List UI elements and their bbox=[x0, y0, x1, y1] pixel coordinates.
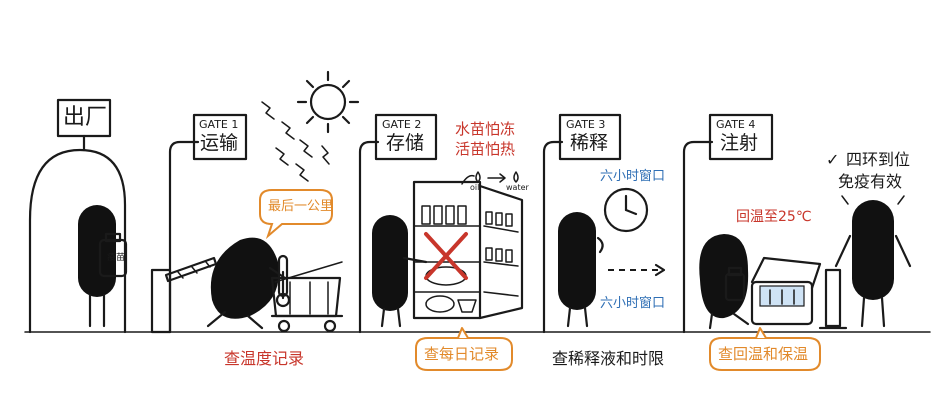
storage-character bbox=[372, 215, 428, 328]
gate-4-rewarm: 回温至25℃ bbox=[736, 209, 812, 225]
sun-icon bbox=[296, 70, 360, 134]
vaccine-bottle-label: 疫苗 bbox=[107, 253, 126, 263]
no-food-cross-icon bbox=[424, 232, 468, 280]
gate-4-name: 注射 bbox=[720, 132, 759, 154]
gate-3-id: GATE 3 bbox=[566, 118, 606, 131]
gate-2-note-frozen: 水苗怕冻 bbox=[455, 120, 516, 138]
gate-2-check: 查每日记录 bbox=[424, 345, 500, 363]
cooler-box-icon bbox=[750, 256, 822, 326]
gate-1-name: 运输 bbox=[200, 132, 239, 154]
gate-1-id: GATE 1 bbox=[199, 118, 239, 131]
final-line-1: 四环到位 bbox=[846, 150, 911, 169]
oil-label: oil bbox=[470, 183, 480, 192]
heat-waves bbox=[261, 101, 330, 182]
injection-character bbox=[699, 234, 750, 330]
bubble-last-mile bbox=[259, 189, 333, 240]
effective-character bbox=[834, 195, 912, 328]
cart-icon bbox=[270, 261, 344, 333]
gate-2-name: 存储 bbox=[386, 132, 425, 154]
factory-character bbox=[78, 205, 128, 328]
water-label: water bbox=[506, 183, 529, 192]
gate-3-name: 稀释 bbox=[570, 132, 609, 154]
gate-2-id: GATE 2 bbox=[382, 118, 422, 131]
bubble-daily-record bbox=[415, 327, 513, 371]
gate-3-window-top: 六小时窗口 bbox=[600, 169, 666, 184]
refrigerator-icon bbox=[412, 180, 524, 320]
gate-2-post bbox=[358, 113, 438, 334]
thermometer-icon bbox=[275, 254, 291, 308]
transport-character bbox=[206, 237, 287, 330]
gate-4-id: GATE 4 bbox=[716, 118, 756, 131]
gate-1-check: 查温度记录 bbox=[224, 349, 305, 368]
factory-arch bbox=[28, 98, 127, 334]
stand-icon bbox=[818, 268, 848, 330]
gate-3-check: 查稀释液和时限 bbox=[552, 349, 665, 368]
barrier-icon bbox=[150, 256, 218, 334]
gate-2-note-heat: 活苗怕热 bbox=[455, 140, 516, 158]
final-line-2: 免疫有效 bbox=[838, 172, 903, 191]
gate-4-check: 查回温和保温 bbox=[718, 345, 809, 363]
gate-1-bubble-text: 最后一公里 bbox=[268, 199, 334, 214]
check-mark-icon: ✓ bbox=[826, 150, 840, 169]
factory-label: 出厂 bbox=[63, 105, 108, 130]
dilution-character bbox=[558, 212, 604, 328]
gate-4-post bbox=[682, 113, 774, 334]
gate-1-post bbox=[168, 113, 248, 334]
clock-icon bbox=[603, 187, 649, 233]
gate-3-post bbox=[542, 113, 622, 334]
gate-3-window-bottom: 六小时窗口 bbox=[600, 296, 666, 311]
bubble-rewarm-keepwarm bbox=[709, 327, 821, 371]
time-arrow bbox=[608, 263, 666, 277]
warm-vaccine-bottle-icon bbox=[724, 266, 746, 302]
oil-water-icon bbox=[461, 171, 519, 185]
